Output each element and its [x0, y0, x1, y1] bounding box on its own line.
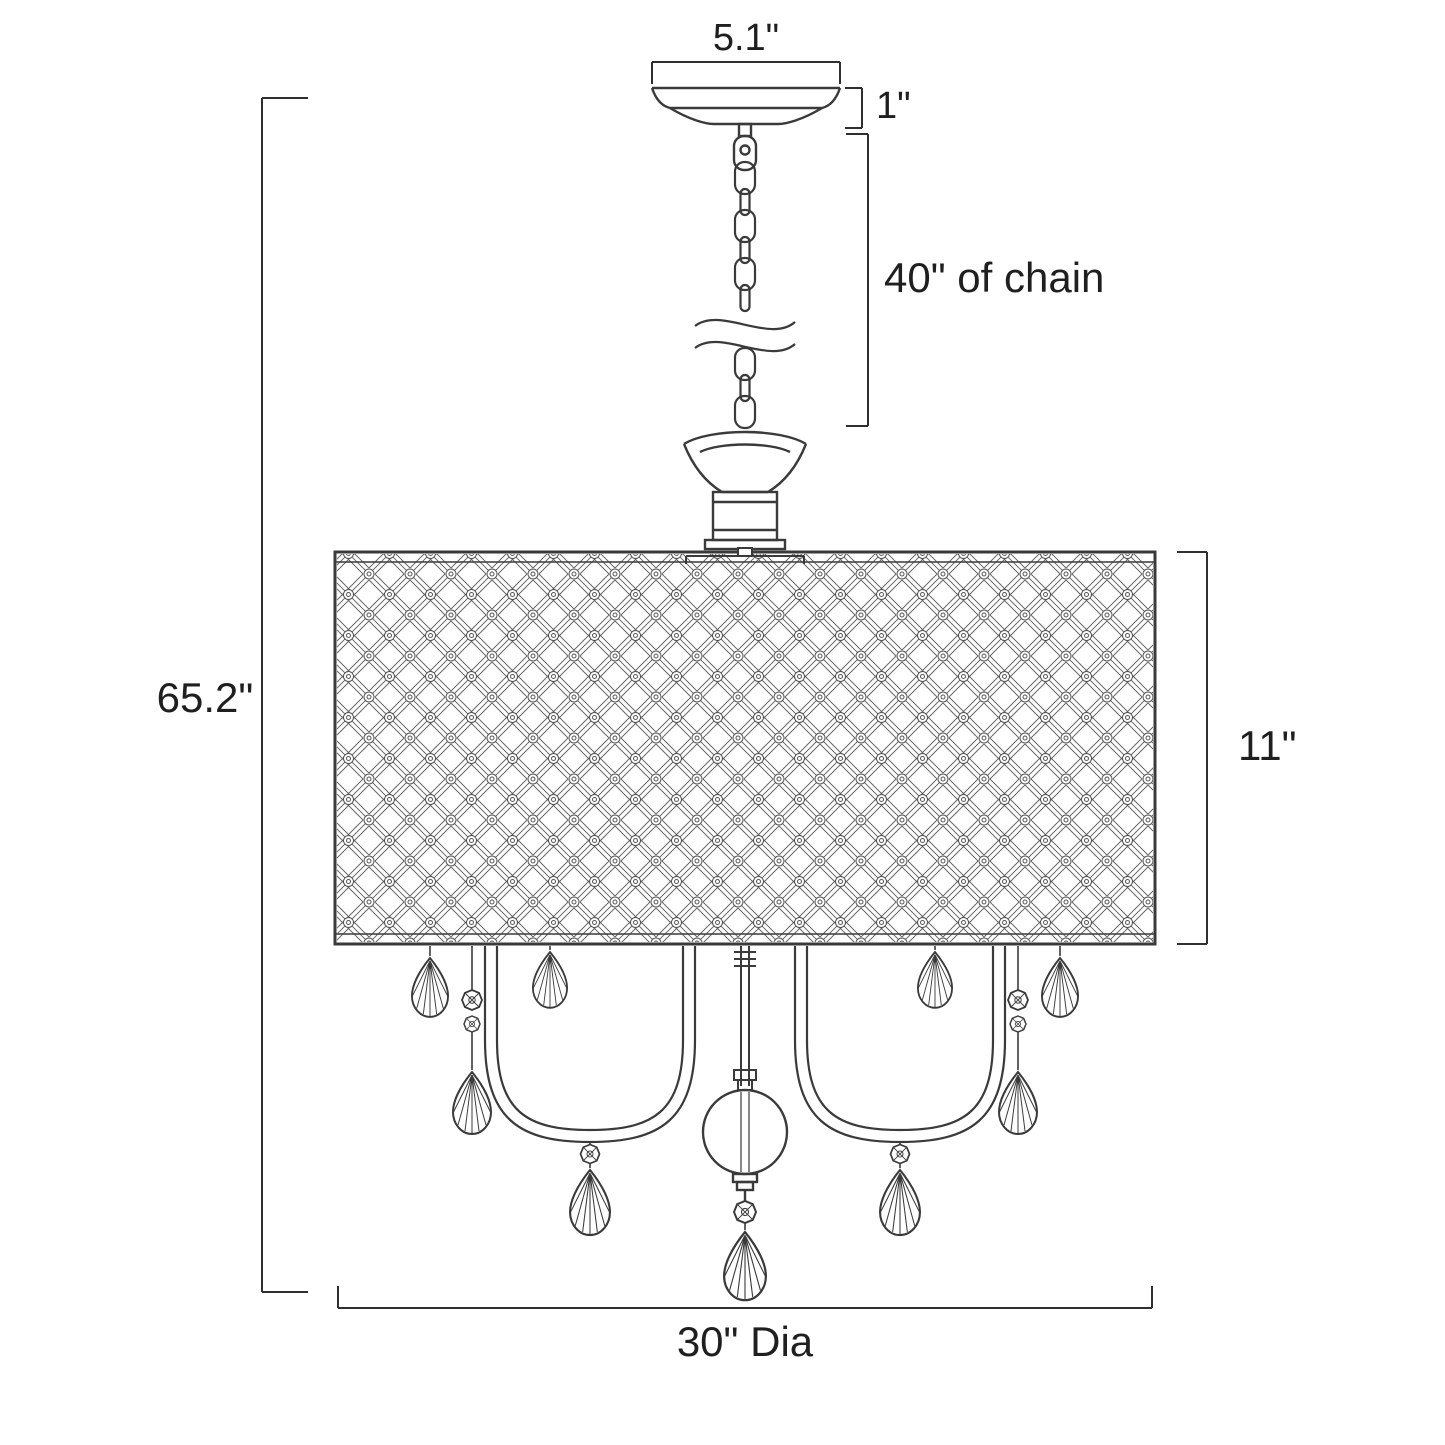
hanging-chain: [733, 160, 757, 430]
lattice-pattern: [337, 554, 1153, 942]
chain-break-symbol: [694, 318, 796, 353]
shade-crystal-drop-far-left: [411, 946, 449, 1018]
canopy-height-label: 1": [876, 85, 911, 127]
shade-mount-bar: [685, 547, 805, 564]
overall-height-label: 65.2": [157, 674, 254, 721]
ceiling-canopy: [650, 86, 842, 172]
bead-chain-left: [452, 946, 492, 1135]
canopy-width-label: 5.1": [713, 17, 779, 59]
dimension-shade-diameter: 30" Dia: [337, 1286, 1153, 1365]
crystal-ball: [701, 1088, 789, 1201]
bead-chain-right: [998, 946, 1038, 1135]
arm-crystal-drop-left: [568, 1142, 612, 1237]
dimension-canopy-width: 5.1": [651, 17, 841, 84]
shade-diameter-label: 30" Dia: [677, 1318, 814, 1365]
shade-crystal-drop-right: [917, 946, 953, 1009]
dimension-chain-length: 40" of chain: [846, 133, 1104, 427]
dimension-canopy-height: 1": [845, 85, 911, 129]
shade-height-label: 11": [1238, 722, 1297, 769]
shade-crystal-drop-far-right: [1040, 946, 1080, 1018]
center-stem: [733, 946, 757, 1091]
dimension-shade-height: 11": [1177, 551, 1297, 945]
left-arm: [483, 946, 697, 1144]
arm-crystal-drop-right: [878, 1142, 922, 1237]
dimension-overall-height: 65.2": [157, 97, 308, 1293]
right-arm: [793, 946, 1007, 1144]
bell-fitting: [682, 430, 808, 551]
center-crystal-drop: [722, 1200, 768, 1302]
chain-length-label: 40" of chain: [884, 254, 1104, 301]
drum-shade: [333, 547, 1157, 946]
shade-crystal-drop-left: [532, 946, 568, 1009]
